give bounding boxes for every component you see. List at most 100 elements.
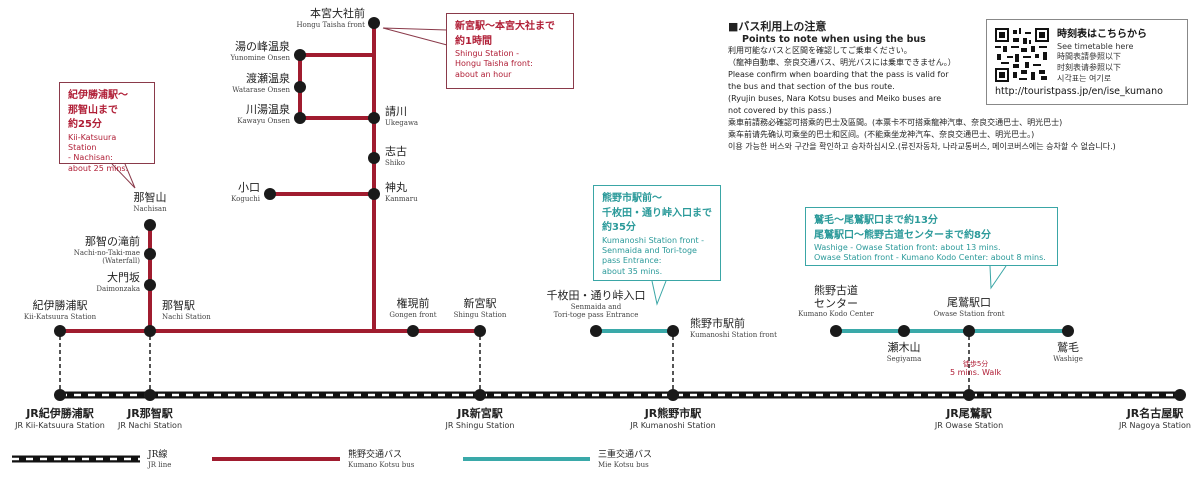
stop-owase-front: 尾鷲駅口 Owase Station front [929,296,1009,318]
callout-en: about 35 mins. [602,266,663,276]
stop-nachinotaki: 那智の滝前 Nachi-no-Taki-mae (Waterfall) [74,235,140,265]
stop-shingu: 新宮駅 Shingu Station [450,297,510,319]
jr-station-owase: JR尾鷲駅 JR Owase Station [919,407,1019,430]
notes-line: 乘車前請務必確認可搭乘的巴士及區間。(本票卡不可搭乘龍神汽車、奈良交通巴士、明光… [728,118,1063,127]
stop-name-en: Owase Station front [933,309,1005,318]
stop-name-en: Shiko [385,158,405,167]
stop-name-en: Nachi Station [162,312,211,321]
stop-name-en: Gongen front [389,310,437,319]
legend-kumano-kotsu: 熊野交通バス Kumano Kotsu bus [348,450,414,469]
stop-name-ja: 本宮大社前 [310,7,365,20]
legend-label-en: Mie Kotsu bus [598,460,649,469]
jr-station-shingu: JR新宮駅 JR Shingu Station [430,407,530,430]
jr-stations [54,389,1186,401]
notes-line: not covered by this pass.) [728,106,832,115]
stop-daimonzaka: 大門坂 Daimonzaka [96,271,140,293]
stop-name-en: Kumanoshi Station front [690,330,777,339]
callout-pointers [111,27,1007,306]
stop-name-ja: 小口 [238,181,260,194]
stop-name-ja: 千枚田・通り峠入口 [546,289,646,302]
legend-mie-kotsu: 三重交通バス Mie Kotsu bus [598,450,652,469]
stop-koguchi: 小口 Koguchi [231,181,260,203]
stop-name-ja: 川湯温泉 [246,103,290,116]
jr-station-ja: JR紀伊勝浦駅 [26,407,94,420]
stop-name-en: Nachisan [133,204,167,213]
jr-station-en: JR Shingu Station [445,420,515,430]
walk-note: 徒歩5分 5 mins. Walk [950,360,1001,378]
timetable-en: See timetable here [1057,41,1134,51]
jr-station-en: JR Kumanoshi Station [630,420,716,430]
callout-ja: 熊野市駅前～ [602,193,662,204]
stop-kiikatsuura: 紀伊勝浦駅 Kii-Katsuura Station [10,299,110,321]
timetable-heading: 時刻表はこちらから [1057,29,1147,40]
notes-line: （龍神自動車、奈良交通バス、明光バスには乗車できません。） [728,58,956,67]
jr-station-ja: JR熊野市駅 [644,407,702,420]
callout-shingu-hongu: 新宮駅～本宮大社まで 約1時間 Shingu Station - Hongu T… [446,13,574,89]
stop-name-en: Kii-Katsuura Station [23,312,97,321]
callout-washige-owase: 鷲毛～尾鷲駅口まで約13分 尾鷲駅口～熊野古道センターまで約8分 Washige… [805,207,1058,266]
callout-en: Senmaida and Tori-toge [602,245,697,255]
stop-yunomine: 湯の峰温泉 Yunomine Onsen [230,40,291,62]
stop-name-ja: 大門坂 [107,271,140,284]
stop-gongen: 権現前 Gongen front [383,297,443,319]
legend-label-ja: JR線 [148,450,168,460]
stop-name-en: Kanmaru [385,194,418,203]
notes-subtitle: Points to note when using the bus [742,34,926,45]
stop-name-ja: 湯の峰温泉 [235,40,290,53]
callout-en: Kii-Katsuura Station [68,132,117,152]
stop-name-en: Ukegawa [385,118,419,127]
stop-hongu: 本宮大社前 Hongu Taisha front [296,7,365,29]
stop-kodo-center: 熊野古道 センター Kumano Kodo Center [796,284,876,318]
qr-code-icon[interactable] [995,28,1049,82]
notes-line: 利用可能なバスと区間を確認してご乗車ください。 [728,46,912,55]
legend-label-ja: 三重交通バス [598,450,653,460]
stop-name-en: Hongu Taisha front [296,20,365,29]
callout-ja: 那智山まで [68,104,118,116]
stop-name-en: Tori-toge pass Entrance [553,310,639,319]
stop-name-ja: 権現前 [396,297,430,310]
jr-station-kumanoshi: JR熊野市駅 JR Kumanoshi Station [613,407,733,430]
stop-nachisan: 那智山 Nachisan [125,191,175,213]
stop-name-en: Kawayu Onsen [237,116,290,125]
callout-ja: 新宮駅～本宮大社まで [455,21,555,32]
jr-station-nagoya: JR名古屋駅 JR Nagoya Station [1110,407,1200,430]
callout-en: pass Entrance: [602,256,662,266]
stop-kumanoshi: 熊野市駅前 Kumanoshi Station front [690,317,777,339]
legend-label-en: JR line [148,460,172,469]
stop-name-en: Yunomine Onsen [230,53,291,62]
stop-name-ja: 渡瀬温泉 [246,72,290,85]
callout-ja: 千枚田・通り峠入口まで [602,207,712,219]
callout-en: Hongu Taisha front: [455,59,533,69]
stop-name-ja: 請川 [385,105,407,118]
timetable-qr-box[interactable]: 時刻表はこちらから See timetable here 時間表請參照以下 时刻… [986,19,1188,105]
stop-name-ja: センター [814,296,858,310]
stop-senmaida: 千枚田・通り峠入口 Senmaida and Tori-toge pass En… [536,289,656,319]
legend-label-en: Kumano Kotsu bus [348,460,415,469]
bus-stops [54,17,1074,337]
bus-usage-notes: ■バス利用上の注意 Points to note when using the … [728,18,1188,153]
stop-watarase: 渡瀬温泉 Watarase Onsen [232,72,290,94]
callout-katsuura-nachisan: 紀伊勝浦駅～ 那智山まで 約25分 Kii-Katsuura Station -… [59,82,155,173]
callout-en: Washige - Owase Station front: about 13 … [814,243,1001,252]
stop-ukegawa: 請川 Ukegawa [385,105,419,127]
stop-name-en: Segiyama [886,354,922,363]
notes-line: Please confirm when boarding that the pa… [728,70,949,79]
callout-en: about 25 mins. [68,163,129,173]
jr-station-en: JR Kii-Katsuura Station [15,420,105,430]
stop-name-ja: 紀伊勝浦駅 [32,299,88,312]
notes-line: 이용 가능한 버스와 구간을 확인하고 승차하십시오.(류진자동차, 나라교통버… [728,142,1116,151]
stop-name-en: Daimonzaka [96,284,140,293]
timetable-ko: 시각표는 여기로 [1057,73,1112,83]
stop-name-ja: 熊野古道 [814,284,858,297]
stop-segiyama: 瀬木山 Segiyama [879,341,929,363]
callout-en: Shingu Station - [455,49,520,58]
callout-ja: 鷲毛～尾鷲駅口まで約13分 [814,215,938,226]
callout-en: - Nachisan: [68,153,113,163]
timetable-url-link[interactable]: http://touristpass.jp/en/ise_kumano [995,86,1163,97]
timetable-zh-tw: 時間表請參照以下 [1057,52,1121,62]
jr-station-en: JR Nagoya Station [1119,420,1191,430]
stop-name-ja: 新宮駅 [463,297,497,310]
callout-en: Owase Station front - Kumano Kodo Center… [814,253,1046,263]
stop-name-en: Koguchi [231,194,260,203]
notes-line: 乘车前请先确认可乘坐的巴士和区间。(不能乘坐龙神汽车、奈良交通巴士、明光巴士。) [728,130,1035,139]
